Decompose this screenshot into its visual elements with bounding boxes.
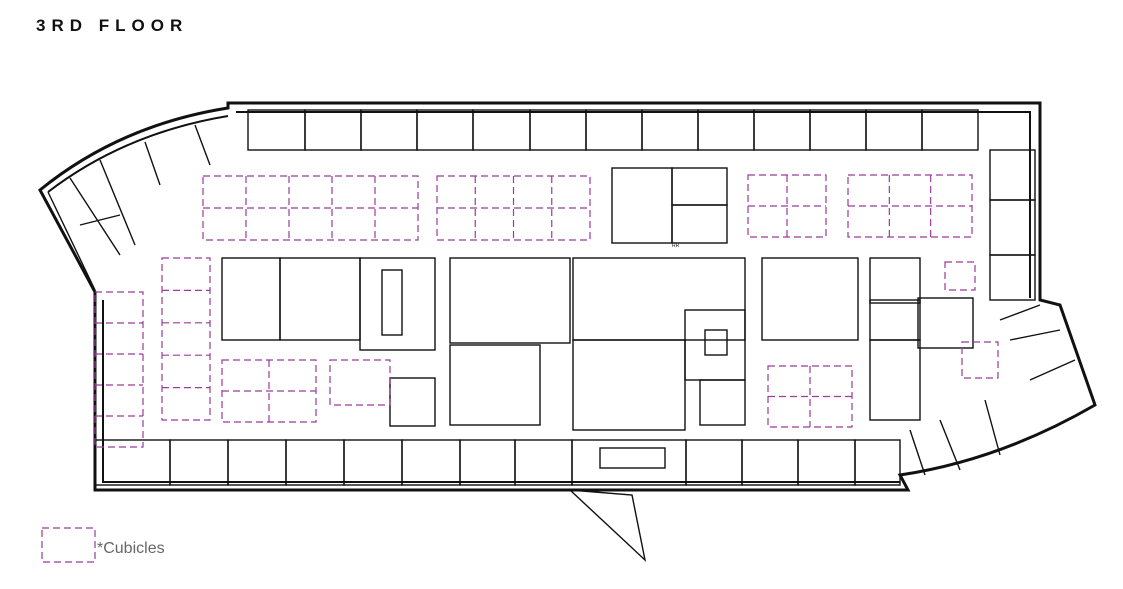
core-room — [359, 257, 436, 351]
core-room — [869, 339, 921, 421]
office — [753, 109, 811, 151]
core-room — [761, 257, 859, 341]
wing-offices — [47, 124, 211, 291]
core-room — [611, 167, 673, 244]
office — [697, 109, 755, 151]
office — [304, 109, 362, 151]
curve-offices — [909, 304, 1076, 476]
core-room — [221, 257, 281, 341]
office — [459, 439, 516, 486]
core-room — [279, 257, 361, 341]
exterior-wall — [38, 101, 1097, 492]
core-room — [699, 379, 746, 426]
cubicle-group — [161, 257, 211, 421]
meeting-table — [704, 329, 728, 356]
conference-table — [381, 269, 403, 336]
office — [472, 109, 531, 151]
conference-table — [599, 447, 666, 469]
page-title: 3RD FLOOR — [36, 16, 189, 35]
core-room — [671, 204, 728, 244]
office — [585, 109, 643, 151]
office — [989, 254, 1036, 301]
legend-label: *Cubicles — [97, 540, 165, 557]
office — [401, 439, 461, 486]
core-room — [917, 297, 974, 349]
office — [514, 439, 573, 486]
office — [529, 109, 587, 151]
office — [865, 109, 923, 151]
core-room — [449, 257, 571, 344]
core-room — [869, 299, 921, 341]
office — [169, 439, 229, 486]
building-walls — [38, 101, 1097, 492]
office — [989, 149, 1036, 201]
office — [989, 199, 1036, 256]
legend-cubicle-swatch — [41, 527, 96, 563]
core-room — [389, 377, 436, 427]
office — [797, 439, 856, 486]
office — [227, 439, 287, 486]
core-room — [671, 167, 728, 206]
inner-wall — [47, 111, 1031, 483]
office — [741, 439, 799, 486]
cubicle-group — [329, 359, 391, 406]
office — [360, 109, 418, 151]
office — [641, 109, 699, 151]
core-room — [684, 309, 746, 381]
office — [809, 109, 867, 151]
core-room — [572, 339, 686, 431]
core-room — [572, 257, 746, 341]
office — [854, 439, 901, 486]
office — [416, 109, 474, 151]
office — [247, 109, 306, 151]
core-room — [449, 344, 541, 426]
conference-room — [571, 439, 687, 486]
core-room — [869, 257, 921, 304]
cubicle-group — [94, 291, 144, 448]
rooms — [47, 109, 1076, 562]
office — [685, 439, 743, 486]
entry-canopy — [568, 489, 647, 562]
office — [921, 109, 979, 151]
cubicles — [41, 174, 999, 563]
cubicle-group — [961, 341, 999, 379]
office — [285, 439, 345, 486]
room-tag: RR — [672, 243, 680, 249]
office — [343, 439, 403, 486]
cubicle-group — [944, 261, 976, 291]
